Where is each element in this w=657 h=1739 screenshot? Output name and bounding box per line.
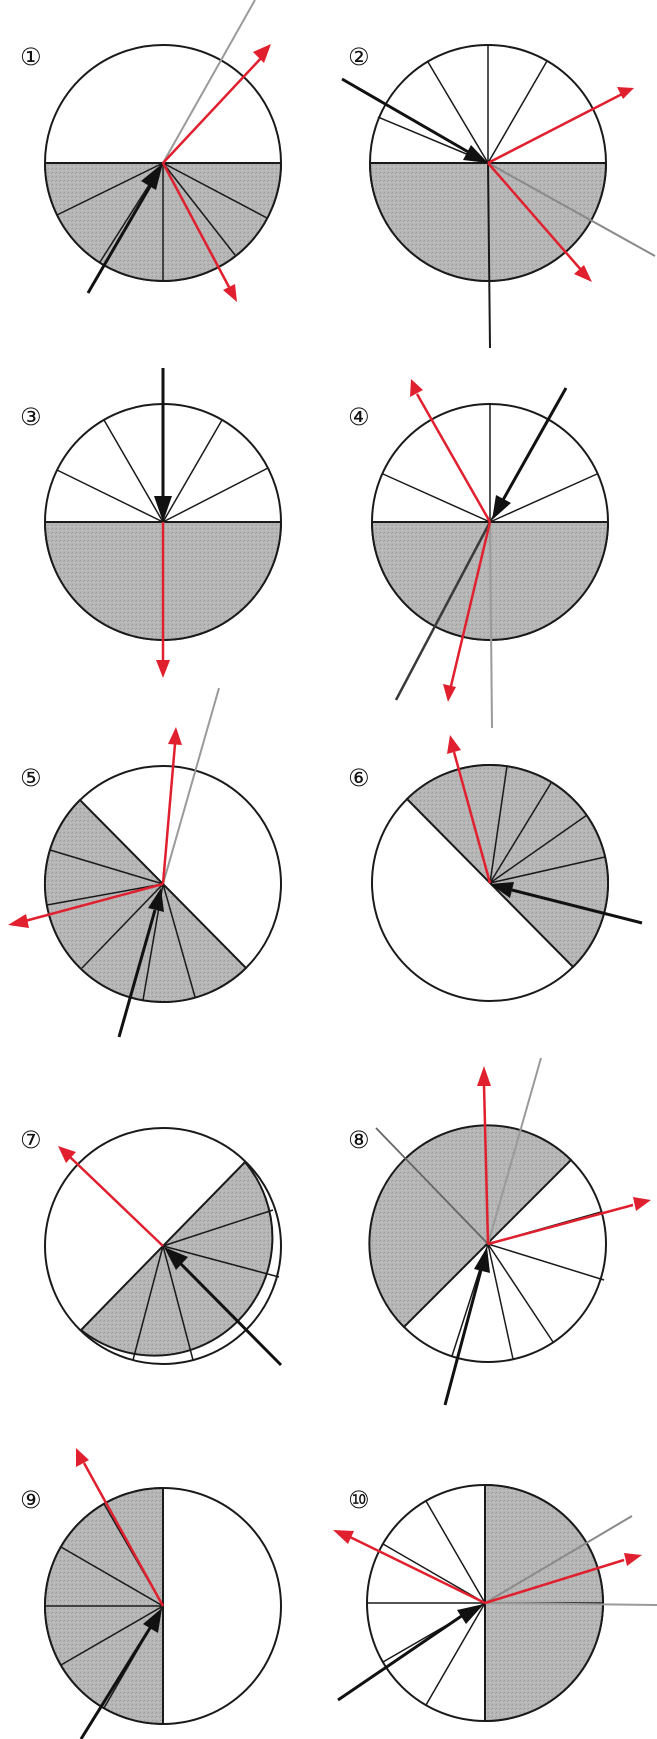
normal-line [489,521,493,729]
incident-ray [179,1262,283,1367]
arrow-head [492,495,511,520]
diagram-label: ⑦ [20,1126,42,1154]
diagram-8: ⑧ [348,1057,651,1406]
reflected-ray [162,55,264,164]
arrow-head [333,1530,354,1544]
reflected-ray [349,1535,486,1605]
medium-region [405,763,610,969]
angle-guides [489,765,606,884]
diagram-10: ⑩ [333,1483,657,1723]
refracted-ray [161,162,231,288]
diagram-label: ⑧ [348,1126,370,1154]
pencil-line [375,1127,489,1245]
arrow-head [8,914,29,928]
incident-ray [117,909,157,1038]
incident-ray [511,888,643,925]
arrow-head [58,1146,76,1163]
reflected-ray [82,1462,165,1607]
incident-ray [443,1269,483,1406]
refracted-ray [487,1203,634,1246]
pencil-line [394,521,492,701]
diagram-6: ⑥ [348,735,643,1002]
arrow-head [253,44,271,63]
angle-guides [56,419,269,523]
medium-region [43,798,248,1004]
arrow-head [490,882,514,898]
incident-ray [86,182,154,294]
arrow-head [76,1448,89,1467]
arrow-head [148,888,164,912]
diagram-label: ⑥ [348,764,370,792]
arrow-head [624,1553,642,1566]
refracted-ray [484,1558,625,1605]
normal-line [487,162,491,349]
arrow-head [223,284,237,302]
arrow-head [164,1247,188,1270]
incident-ray [79,1627,152,1739]
angle-guides [451,1211,605,1360]
diagram-label: ④ [348,403,370,431]
pencil-line [484,1515,633,1604]
arrow-head [141,163,163,190]
reflected-ray [415,393,492,523]
arrow-head [474,1247,490,1273]
diagram-5: ⑤ [8,687,282,1038]
arrow-head [633,1197,651,1211]
arrow-head [447,735,461,754]
pencil-line [487,162,656,257]
reflected-ray [482,1084,490,1245]
reflected-ray [487,90,627,165]
refracted-ray [487,162,583,272]
diagram-label: ⑨ [20,1486,42,1514]
diagram-3: ③ [20,368,283,678]
diagram-7: ⑦ [20,1126,283,1367]
arrow-head [574,265,592,282]
angle-guides [132,1209,280,1361]
arrow-head [463,145,488,163]
angle-guides [56,162,268,281]
incident-ray [341,77,471,155]
reflected-ray [452,751,492,884]
pencil-line [162,0,256,164]
arrow-head [154,496,172,522]
arrow-head [443,684,456,702]
pencil-line [487,1057,542,1245]
diagram-label: ⑩ [348,1486,370,1514]
pencil-line [484,1602,657,1606]
refracted-ray [449,521,492,687]
incident-ray [501,387,568,501]
reflected-ray [161,743,177,885]
diagram-4: ④ [348,379,610,729]
arrow-head [477,1066,491,1086]
diagram-2: ② [341,43,656,349]
diagram-1: ① [20,0,283,302]
incident-ray [337,1613,464,1702]
arrow-head [617,87,634,99]
diagram-label: ① [20,43,42,71]
diagram-label: ② [348,43,370,71]
arrow-head [156,660,170,678]
arrow-head [457,1604,484,1624]
arrow-head [410,379,423,397]
arrow-head [168,727,182,745]
diagram-label: ⑤ [20,764,42,792]
reflected-ray [69,1156,164,1247]
diagram-9: ⑨ [20,1448,282,1739]
diagram-label: ③ [20,403,42,431]
arrow-head [143,1608,162,1633]
pencil-line [162,687,220,885]
refracted-ray [24,882,164,923]
